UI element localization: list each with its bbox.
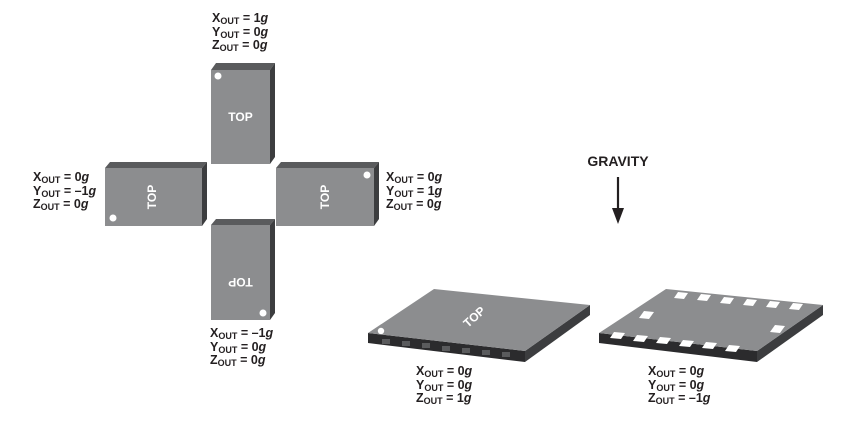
flat-top-pin xyxy=(462,348,470,353)
package-flat-top: TOP xyxy=(368,289,590,362)
flat-top-face xyxy=(368,289,590,351)
bottom-pad xyxy=(610,332,625,339)
readout-flat-top-z: ZOUT = 1g xyxy=(416,391,472,406)
package-right-top-bevel xyxy=(276,162,379,168)
bottom-pad xyxy=(633,335,648,342)
readout-flat-top-x: XOUT = 0g xyxy=(416,364,473,379)
package-up-top-bevel xyxy=(211,63,275,70)
pin1-marker-right xyxy=(363,171,371,179)
flat-top-pin xyxy=(502,352,510,357)
readout-left: XOUT = 0g YOUT = –1g ZOUT = 0g xyxy=(33,170,97,212)
flat-bottom-pads xyxy=(610,292,803,352)
package-left-top-bevel xyxy=(105,162,207,168)
readout-right: XOUT = 0g YOUT = 1g ZOUT = 0g xyxy=(386,170,443,212)
top-label-right: TOP xyxy=(318,185,332,209)
readout-flat-bottom-y: YOUT = 0g xyxy=(648,377,705,393)
flat-top-right-edge xyxy=(525,305,590,362)
readout-flat-bottom: XOUT = 0g YOUT = 0g ZOUT = –1g xyxy=(648,364,711,406)
package-up-face xyxy=(211,70,270,164)
package-up: TOP xyxy=(211,63,275,164)
flat-top-pin xyxy=(422,343,430,348)
readout-left-y: YOUT = –1g xyxy=(33,183,97,199)
gravity-arrow: GRAVITY xyxy=(587,153,649,224)
top-label-up: TOP xyxy=(228,110,252,124)
readout-right-x: XOUT = 0g xyxy=(386,170,443,185)
pin1-marker-left xyxy=(109,214,117,222)
readout-left-x: XOUT = 0g xyxy=(33,170,90,185)
bottom-pad xyxy=(789,303,803,310)
readout-up-z: ZOUT = 0g xyxy=(212,38,268,53)
pin1-marker-flat xyxy=(377,327,385,335)
readout-right-z: ZOUT = 0g xyxy=(386,197,442,212)
readout-right-y: YOUT = 1g xyxy=(386,183,443,199)
readout-flat-bottom-z: ZOUT = –1g xyxy=(648,391,711,406)
readout-left-z: ZOUT = 0g xyxy=(33,197,89,212)
package-left-side-bevel xyxy=(202,162,207,226)
flat-top-pin xyxy=(482,350,490,355)
bottom-pad xyxy=(674,292,688,299)
bottom-pad xyxy=(725,345,740,352)
readout-down-x: XOUT = –1g xyxy=(210,326,274,341)
package-down-face xyxy=(211,225,270,320)
bottom-pad xyxy=(679,340,694,347)
bottom-pad xyxy=(770,325,785,333)
package-left: TOP xyxy=(105,162,207,226)
bottom-pad xyxy=(697,294,711,301)
readout-up-y: YOUT = 0g xyxy=(212,24,269,40)
flat-top-pin xyxy=(402,341,410,346)
pin1-marker-down xyxy=(259,309,267,317)
bottom-pad xyxy=(720,297,734,304)
package-right-face xyxy=(276,168,374,226)
package-up-side-bevel xyxy=(270,63,275,164)
bottom-pad xyxy=(766,301,780,308)
flat-top-pin xyxy=(442,346,450,351)
package-right: TOP xyxy=(276,162,379,226)
gravity-arrow-head xyxy=(612,208,624,224)
bottom-pad xyxy=(639,311,654,319)
package-left-face xyxy=(105,168,202,226)
readout-down-y: YOUT = 0g xyxy=(210,339,267,355)
bottom-pad xyxy=(702,342,717,349)
package-down-side-bevel xyxy=(270,219,275,320)
top-label-down: TOP xyxy=(228,275,252,289)
readout-up: XOUT = 1g YOUT = 0g ZOUT = 0g xyxy=(212,11,269,53)
flat-top-pins xyxy=(382,339,510,357)
flat-top-pin xyxy=(382,339,390,344)
readout-down: XOUT = –1g YOUT = 0g ZOUT = 0g xyxy=(210,326,274,368)
bottom-pad xyxy=(656,337,671,344)
readout-flat-bottom-x: XOUT = 0g xyxy=(648,364,705,379)
pin1-marker-up xyxy=(214,72,222,80)
package-down-top-bevel xyxy=(211,219,275,225)
bottom-pad xyxy=(743,299,757,306)
readout-up-x: XOUT = 1g xyxy=(212,11,269,26)
top-label-left: TOP xyxy=(145,185,159,209)
flat-bottom-right-edge xyxy=(757,305,823,362)
package-right-side-bevel xyxy=(374,162,379,226)
readout-flat-top-y: YOUT = 0g xyxy=(416,377,473,393)
flat-bottom-face xyxy=(599,289,823,351)
gravity-label: GRAVITY xyxy=(587,153,649,169)
package-down: TOP xyxy=(211,219,275,320)
readout-flat-top: XOUT = 0g YOUT = 0g ZOUT = 1g xyxy=(416,364,473,406)
package-flat-bottom xyxy=(599,289,823,362)
readout-down-z: ZOUT = 0g xyxy=(210,353,266,368)
